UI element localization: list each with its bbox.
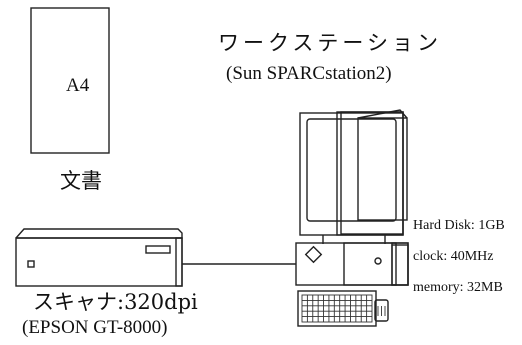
workstation-model: (Sun SPARCstation2) bbox=[226, 63, 392, 84]
scanner-name: スキャナ:320dpi bbox=[33, 290, 198, 314]
spec-clock: clock: 40MHz bbox=[413, 249, 494, 264]
monitor-casing bbox=[336, 111, 404, 236]
keyboard bbox=[297, 290, 377, 327]
scanner-lid bbox=[15, 228, 183, 239]
mouse-buttons bbox=[377, 306, 386, 316]
monitor-screen bbox=[306, 118, 397, 222]
system-unit-side bbox=[391, 242, 409, 286]
spec-hard-disk: Hard Disk: 1GB bbox=[413, 218, 505, 233]
monitor-back bbox=[340, 111, 404, 235]
a4-document-sheet bbox=[30, 7, 110, 154]
scanner-button bbox=[145, 245, 171, 254]
keyboard-key-area bbox=[301, 294, 373, 323]
keyboard-keys bbox=[301, 294, 373, 323]
workstation-title: ワークステーション bbox=[218, 31, 442, 55]
monitor bbox=[299, 109, 408, 244]
monitor-top-edge bbox=[357, 109, 408, 119]
diamond-indicator bbox=[304, 245, 323, 264]
document-caption: 文書 bbox=[60, 169, 102, 193]
monitor-side bbox=[357, 117, 408, 221]
scanner-body bbox=[15, 237, 183, 287]
scanner-side bbox=[175, 237, 183, 287]
scanner-model: (EPSON GT-8000) bbox=[22, 317, 168, 338]
power-indicator bbox=[374, 257, 382, 265]
scanner bbox=[15, 228, 183, 287]
system-unit-panel bbox=[391, 244, 409, 286]
document-page-label: A4 bbox=[66, 75, 90, 96]
spec-memory: memory: 32MB bbox=[413, 280, 503, 295]
keyboard-body bbox=[297, 290, 377, 327]
system-unit bbox=[295, 242, 409, 286]
scanner-indicator bbox=[27, 260, 35, 268]
mouse bbox=[374, 299, 389, 322]
mouse-body bbox=[374, 299, 389, 322]
monitor-front-bezel bbox=[299, 112, 404, 236]
